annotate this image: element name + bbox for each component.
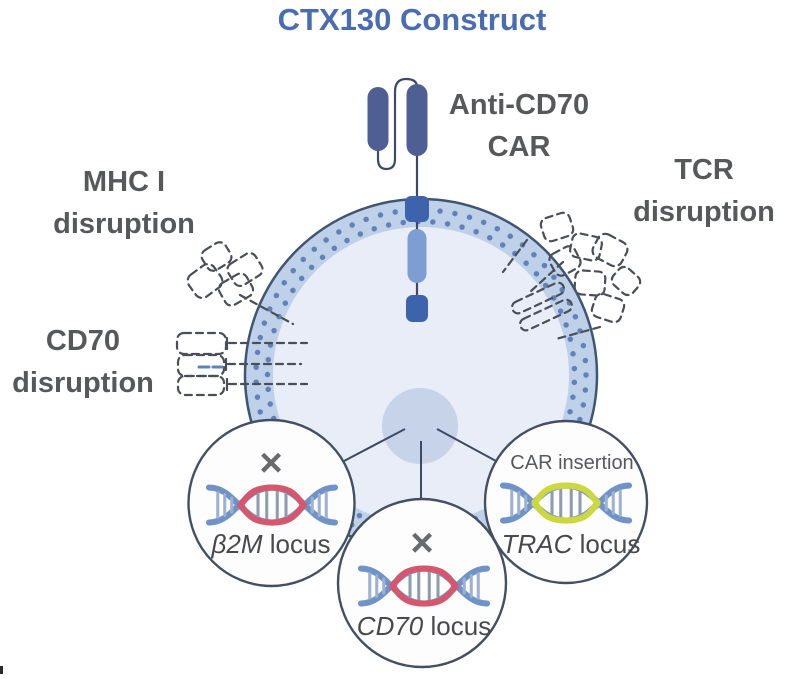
tcr-disruption-label-line2: disruption [633, 196, 775, 228]
trac-locus-label: TRAC locus [502, 529, 641, 559]
trac-locus-callout [483, 419, 649, 585]
anti-cd70-car-icon [367, 77, 429, 322]
trac-gene-name: TRAC [501, 529, 573, 559]
cd70-disrupted-receptor-icon [175, 331, 309, 397]
mhc1-disrupted-receptor-icon [186, 241, 295, 326]
b2m-locus-callout: × [187, 418, 356, 588]
knockout-x-icon: × [410, 521, 433, 565]
anti-cd70-car-label-line2: CAR [487, 131, 551, 163]
b2m-gene-name: β2M [211, 529, 263, 559]
cd70-callout-circle [336, 497, 508, 669]
membrane-dots-outer [253, 207, 589, 543]
trac-locus-word: locus [572, 529, 641, 559]
tcr-disruption-label: TCR disruption [633, 149, 775, 233]
mhc1-disruption-label-line1: MHC I [82, 166, 166, 198]
membrane-dots-inner [264, 218, 578, 532]
cd70-disruption-label-line1: CD70 [45, 325, 121, 357]
trac-callout-circle [483, 419, 649, 585]
tcr-disrupted-receptor-icon [501, 211, 642, 341]
cell-cytoplasm [273, 227, 569, 523]
connector-to-b2m [343, 428, 406, 462]
tcr-disruption-label-line1: TCR [674, 154, 734, 186]
diagram-title: CTX130 Construct [277, 2, 547, 37]
cd70-locus-callout: × [336, 497, 508, 669]
anti-cd70-car-label-line1: Anti-CD70 [448, 89, 590, 121]
knockout-x-icon: × [259, 441, 282, 485]
dna-helix-icon-cd70 [357, 565, 491, 607]
car-signaling-domain [406, 295, 428, 322]
b2m-callout-circle [187, 418, 356, 588]
car-insertion-note: CAR insertion [510, 452, 634, 474]
cd70-disruption-label: CD70 disruption [12, 320, 154, 404]
nucleus-connector-lines [343, 428, 497, 500]
cd70-disruption-label-line2: disruption [12, 367, 154, 399]
dna-helix-icon-trac [499, 482, 633, 524]
cd70-locus-label: CD70 locus [357, 611, 491, 641]
b2m-locus-word: locus [262, 529, 331, 559]
mhc1-disruption-label: MHC I disruption [53, 161, 195, 245]
anti-cd70-car-label: Anti-CD70 CAR [449, 84, 589, 168]
car-transmembrane-domain [405, 196, 429, 222]
image-corner-mark [0, 666, 3, 674]
car-scfv-domain-right [406, 84, 428, 156]
car-costimulatory-domain [407, 229, 427, 283]
b2m-locus-label: β2M locus [212, 529, 331, 559]
cell-nucleus [382, 388, 458, 464]
mhc1-disruption-label-line2: disruption [53, 208, 195, 240]
cd70-gene-name: CD70 [356, 611, 424, 641]
dna-helix-icon-b2m [205, 484, 339, 526]
cd70-locus-word: locus [423, 611, 492, 641]
car-scfv-domain-left [367, 87, 389, 151]
connector-to-trac [436, 428, 497, 462]
